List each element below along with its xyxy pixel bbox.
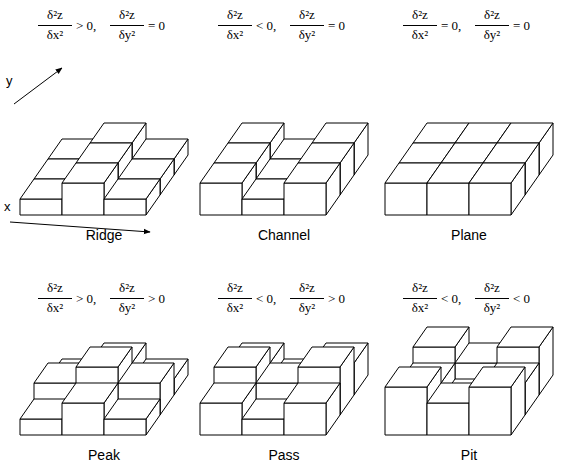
formula-relation: < 0, — [256, 292, 276, 305]
formula-relation: < 0, — [441, 292, 461, 305]
axis-label: y — [6, 74, 13, 87]
formula-numerator: δ²z — [218, 281, 252, 294]
block-face — [104, 419, 146, 435]
block-face — [469, 183, 511, 215]
block-grid — [200, 123, 368, 215]
formula-denominator: δx² — [403, 25, 437, 41]
block-face — [20, 419, 62, 435]
surface-name: Ridge — [44, 228, 164, 242]
block-face — [90, 123, 146, 143]
block-face — [62, 183, 104, 215]
surface-name: Pit — [409, 448, 529, 462]
block-face — [385, 183, 427, 215]
formula-denominator: δx² — [218, 298, 252, 314]
formula-numerator: δ²z — [475, 281, 509, 294]
formula-denominator: δy² — [475, 298, 509, 314]
block-face — [76, 143, 132, 163]
block-grid — [20, 123, 188, 215]
formula-denominator: δy² — [290, 298, 324, 314]
formula-denominator: δx² — [218, 25, 252, 41]
block-face — [200, 163, 256, 183]
formula-numerator: δ²z — [110, 8, 144, 21]
formula-numerator: δ²z — [475, 8, 509, 21]
y-axis-arrow — [14, 68, 62, 104]
formula-denominator: δy² — [110, 298, 144, 314]
surface-name: Peak — [44, 448, 164, 462]
block-face — [284, 403, 326, 435]
formula-relation: = 0 — [513, 19, 530, 32]
block-face — [104, 399, 160, 419]
surface-name: Channel — [224, 228, 344, 242]
block-face — [62, 163, 118, 183]
block-face — [200, 183, 242, 215]
block-face — [427, 403, 469, 435]
formula-denominator: δx² — [403, 298, 437, 314]
block-face — [132, 139, 188, 159]
block-face — [469, 387, 511, 435]
block-face — [214, 143, 270, 163]
block-face — [469, 163, 525, 183]
formula-numerator: δ²z — [290, 8, 324, 21]
formula-relation: = 0 — [148, 19, 165, 32]
block-face — [20, 199, 62, 215]
formula-relation: = 0 — [328, 19, 345, 32]
formula-denominator: δy² — [475, 25, 509, 41]
block-face — [104, 179, 160, 199]
formula-relation: > 0 — [148, 292, 165, 305]
block-face — [118, 159, 174, 179]
block-face — [214, 347, 270, 367]
formula-denominator: δy² — [110, 25, 144, 41]
formula-relation: = 0, — [441, 19, 461, 32]
formula-denominator: δx² — [38, 298, 72, 314]
block-grid — [385, 327, 553, 435]
block-face — [118, 363, 174, 383]
block-face — [497, 123, 553, 143]
formula-numerator: δ²z — [290, 281, 324, 294]
block-face — [62, 383, 118, 403]
block-face — [242, 419, 284, 435]
formula-relation: > 0, — [76, 19, 96, 32]
formula-numerator: δ²z — [403, 281, 437, 294]
block-face — [298, 347, 354, 367]
surface-name: Pass — [224, 448, 344, 462]
formula-denominator: δx² — [38, 25, 72, 41]
formula-relation: > 0, — [76, 292, 96, 305]
x-axis-arrow — [10, 222, 150, 232]
formula-numerator: δ²z — [218, 8, 252, 21]
block-face — [76, 347, 132, 367]
formula-denominator: δy² — [290, 25, 324, 41]
surface-name: Plane — [409, 228, 529, 242]
block-grid — [20, 343, 188, 435]
block-face — [385, 367, 441, 387]
formula-numerator: δ²z — [110, 281, 144, 294]
block-face — [242, 199, 284, 215]
block-face — [62, 403, 104, 435]
block-face — [427, 183, 469, 215]
formula-numerator: δ²z — [38, 8, 72, 21]
block-face — [284, 163, 340, 183]
axis-label: x — [4, 200, 11, 213]
block-grid — [200, 343, 368, 435]
block-face — [284, 183, 326, 215]
block-face — [385, 387, 427, 435]
block-face — [200, 383, 256, 403]
block-grid — [385, 123, 553, 215]
block-face — [104, 199, 146, 215]
block-face — [298, 143, 354, 163]
block-face — [312, 123, 368, 143]
block-face — [469, 367, 525, 387]
formula-relation: < 0 — [513, 292, 530, 305]
formula-numerator: δ²z — [38, 281, 72, 294]
formula-relation: < 0, — [256, 19, 276, 32]
block-face — [497, 327, 553, 347]
formula-numerator: δ²z — [403, 8, 437, 21]
block-face — [483, 143, 539, 163]
block-face — [228, 123, 284, 143]
block-face — [200, 403, 242, 435]
formula-relation: > 0 — [328, 292, 345, 305]
block-face — [284, 383, 340, 403]
block-groups — [20, 123, 553, 435]
block-face — [413, 327, 469, 347]
